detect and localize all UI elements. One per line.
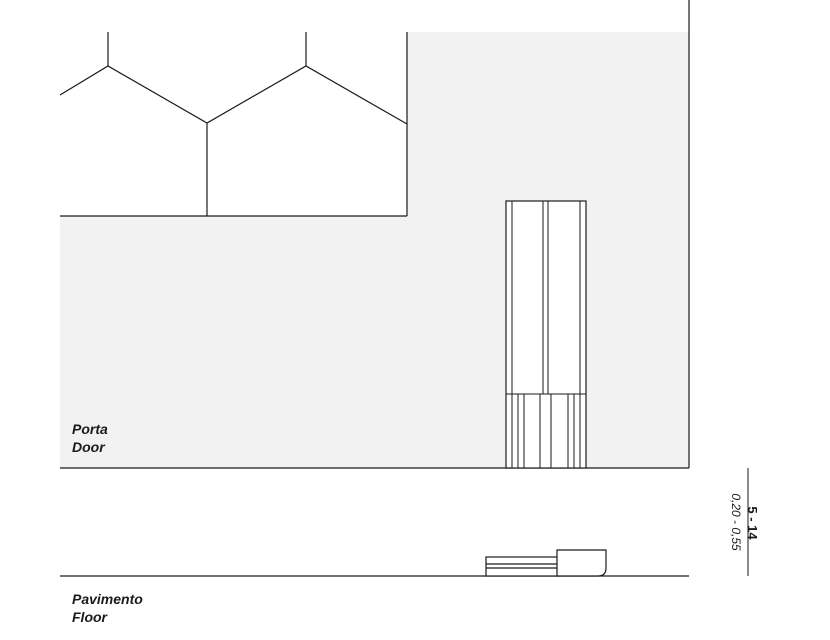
door-label-en: Door (72, 439, 105, 455)
floor-label-it: Pavimento (72, 591, 143, 607)
wall-area (60, 32, 689, 468)
dimension-value-italic: 0,20 - 0,55 (729, 493, 743, 551)
floor-label: Pavimento Floor (72, 590, 143, 626)
door-panels (506, 201, 586, 468)
door-label: Porta Door (72, 420, 108, 456)
door-label-it: Porta (72, 421, 108, 437)
door (505, 200, 587, 469)
dimension-value-bold: 5 - 14 (745, 506, 760, 540)
floor-threshold-device (485, 549, 607, 577)
floor-label-en: Floor (72, 609, 107, 625)
hex-pattern (59, 32, 408, 217)
